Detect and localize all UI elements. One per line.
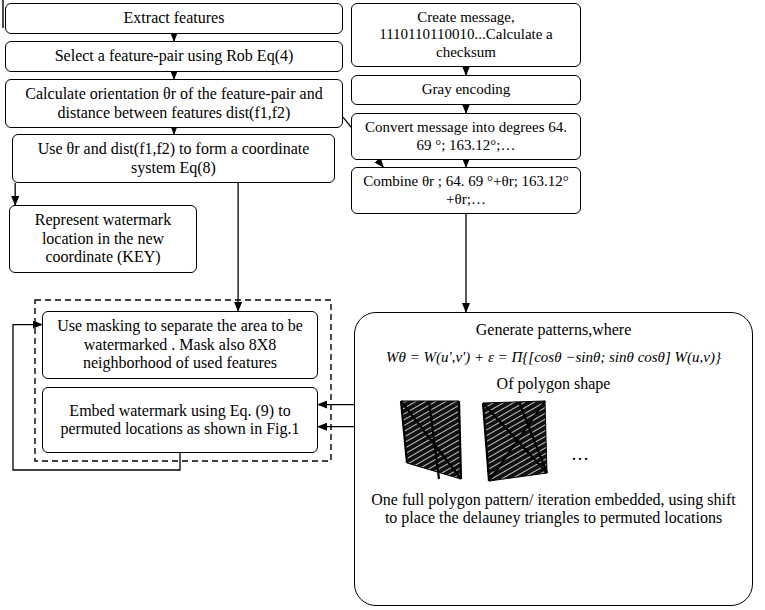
box-text: Gray encoding <box>422 81 511 98</box>
process-box: Represent watermark location in the new … <box>9 205 197 273</box>
box-text: Select a feature-pair using Rob Eq(4) <box>55 47 294 65</box>
process-box: Gray encoding <box>351 75 581 105</box>
flow-arrow <box>465 160 466 167</box>
box-text: Combine θr ; 64. 69 °+θr; 163.12°+θr;… <box>359 173 573 208</box>
box-text: Calculate orientation θr of the feature-… <box>13 85 335 122</box>
process-box: Use masking to separate the area to be w… <box>42 311 318 379</box>
flow-arrow <box>318 404 354 405</box>
flow-arrow <box>173 34 174 41</box>
flow-arrow <box>465 105 466 113</box>
flow-arrow <box>237 183 238 311</box>
box-text: Embed watermark using Eq. (9) to permute… <box>50 402 310 439</box>
flow-arrow <box>15 183 16 205</box>
box-text: Extract features <box>124 9 225 27</box>
process-box: Embed watermark using Eq. (9) to permute… <box>42 387 318 453</box>
process-box: Combine θr ; 64. 69 °+θr; 163.12°+θr;… <box>351 167 581 214</box>
flow-arrow <box>173 72 174 79</box>
box-text: Use θr and dist(f1,f2) to form a coordin… <box>20 140 327 177</box>
formula-text: Wθ = W(u',v') + ε = Π{[cosθ −sinθ; sinθ … <box>386 349 721 366</box>
flow-arrow <box>465 67 466 75</box>
pattern-box: Generate patterns,where Wθ = W(u',v') + ε… <box>354 312 753 606</box>
process-box: Convert message into degrees 64. 69 °; 1… <box>351 113 581 160</box>
process-box: Calculate orientation θr of the feature-… <box>5 79 343 128</box>
dashed-group <box>35 300 331 461</box>
process-box: Select a feature-pair using Rob Eq(4) <box>5 41 343 72</box>
process-box: Use θr and dist(f1,f2) to form a coordin… <box>12 134 335 183</box>
edge-rule <box>2 0 3 28</box>
polygon-pattern-figure <box>399 399 559 483</box>
box-text: Use masking to separate the area to be w… <box>50 317 310 372</box>
flow-arrow <box>318 426 354 427</box>
box-text: Of polygon shape <box>497 375 611 393</box>
process-box: Create message, 1110110110010...Calculat… <box>351 3 581 67</box>
flow-arrow <box>465 214 466 312</box>
process-box: Extract features <box>5 3 343 34</box>
pattern-row: … <box>367 399 740 483</box>
box-text: Create message, 1110110110010...Calculat… <box>359 9 573 61</box>
box-text: One full polygon pattern/ iteration embe… <box>367 491 740 528</box>
ellipsis-text: … <box>571 444 589 465</box>
box-text: Generate patterns,where <box>476 321 631 339</box>
box-text: Convert message into degrees 64. 69 °; 1… <box>359 119 573 154</box>
box-text: Represent watermark location in the new … <box>17 211 189 266</box>
